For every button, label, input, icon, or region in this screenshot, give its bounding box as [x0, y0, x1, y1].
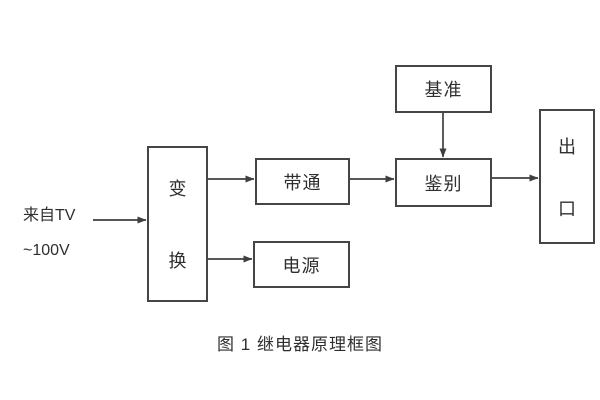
- block-transform-label-char-2: 换: [168, 251, 187, 271]
- block-bandpass-label: 带通: [283, 172, 322, 193]
- figure-caption: 图 1 继电器原理框图: [217, 335, 383, 354]
- input-source-text: 来自TV: [23, 207, 76, 224]
- block-reference: 基准: [395, 65, 492, 113]
- input-source-label: 来自TV ~100V: [23, 207, 75, 259]
- block-power-supply: 电源: [253, 241, 350, 288]
- block-transform-label-char-1: 变: [168, 179, 187, 199]
- block-discriminator: 鉴别: [395, 158, 492, 207]
- input-voltage-text: ~100V: [23, 242, 70, 259]
- block-discriminator-label: 鉴别: [424, 173, 463, 194]
- block-outlet-label-char-2: 口: [558, 198, 576, 219]
- block-transform: 变 换: [147, 146, 208, 302]
- block-outlet-label-char-1: 出: [558, 136, 576, 157]
- block-bandpass: 带通: [255, 158, 350, 205]
- block-power-supply-label: 电源: [282, 255, 321, 276]
- block-outlet: 出 口: [539, 109, 595, 244]
- block-reference-label: 基准: [424, 80, 463, 100]
